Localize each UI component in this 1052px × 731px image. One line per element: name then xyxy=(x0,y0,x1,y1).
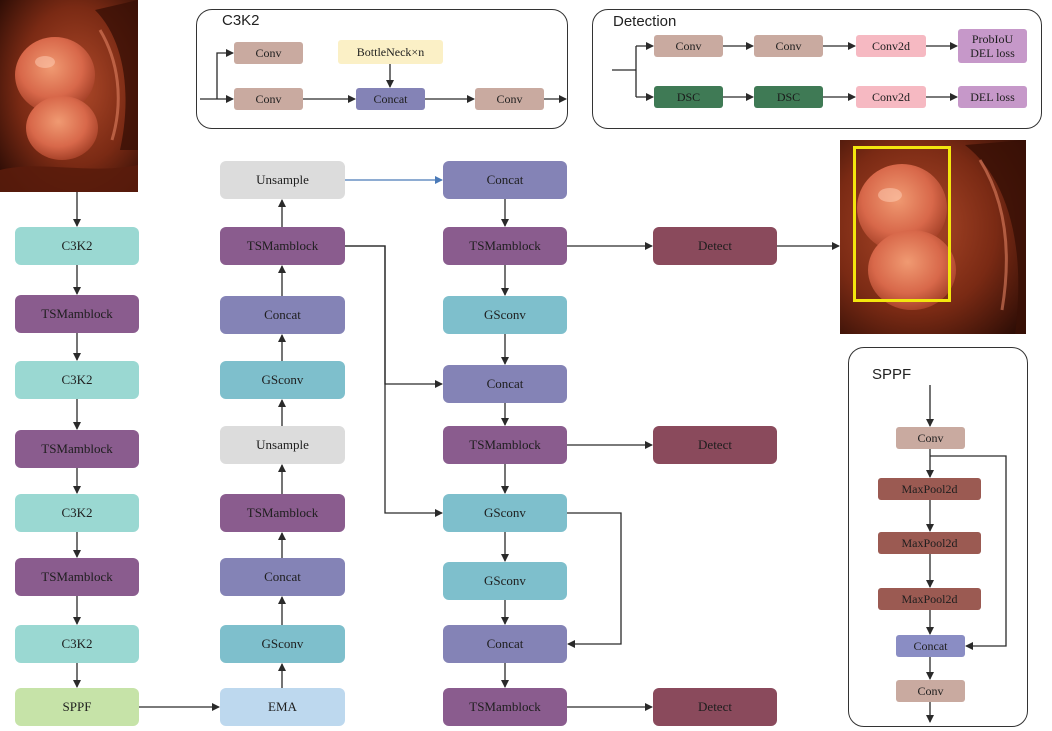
c3k2-conv-in: Conv xyxy=(234,88,303,110)
backbone-tsmamblock-1: TSMamblock xyxy=(15,295,139,333)
head-tsmamblock-3: TSMamblock xyxy=(443,688,567,726)
sppf-maxpool-2: MaxPool2d xyxy=(878,532,981,554)
sppf-maxpool-3: MaxPool2d xyxy=(878,588,981,610)
backbone-c3k2-2: C3K2 xyxy=(15,361,139,399)
detection-loss-top: ProbIoU DEL loss xyxy=(958,29,1027,63)
neck-tsmamblock-bottom: TSMamblock xyxy=(220,494,345,532)
neck-ema: EMA xyxy=(220,688,345,726)
head-concat-2: Concat xyxy=(443,365,567,403)
c3k2-panel-title: C3K2 xyxy=(222,12,260,29)
detection-loss-bottom: DEL loss xyxy=(958,86,1027,108)
detection-conv-1: Conv xyxy=(654,35,723,57)
neck-concat-top: Concat xyxy=(220,296,345,334)
detect-medium: Detect xyxy=(653,426,777,464)
detection-dsc-1: DSC xyxy=(654,86,723,108)
neck-gsconv-top: GSconv xyxy=(220,361,345,399)
head-tsmamblock-1: TSMamblock xyxy=(443,227,567,265)
output-endoscopy-image xyxy=(840,140,1026,334)
arrow-neck-tsm-to-head-gsconv xyxy=(345,245,443,517)
c3k2-concat: Concat xyxy=(356,88,425,110)
input-endoscopy-image xyxy=(0,0,138,192)
head-concat-3: Concat xyxy=(443,625,567,663)
neck-unsample-bottom: Unsample xyxy=(220,426,345,464)
sppf-maxpool-1: MaxPool2d xyxy=(878,478,981,500)
c3k2-bottleneck: BottleNeck×n xyxy=(338,40,443,64)
backbone-tsmamblock-3: TSMamblock xyxy=(15,558,139,596)
sppf-concat: Concat xyxy=(896,635,965,657)
neck-unsample-top: Unsample xyxy=(220,161,345,199)
neck-concat-bottom: Concat xyxy=(220,558,345,596)
backbone-c3k2-4: C3K2 xyxy=(15,625,139,663)
detection-panel xyxy=(592,9,1042,129)
arrow-gsconv-skip xyxy=(567,512,622,648)
detection-panel-title: Detection xyxy=(613,13,677,30)
backbone-sppf: SPPF xyxy=(15,688,139,726)
c3k2-conv-top: Conv xyxy=(234,42,303,64)
sppf-conv-out: Conv xyxy=(896,680,965,702)
head-gsconv-2: GSconv xyxy=(443,494,567,532)
backbone-tsmamblock-2: TSMamblock xyxy=(15,430,139,468)
detect-large: Detect xyxy=(653,227,777,265)
detect-small: Detect xyxy=(653,688,777,726)
c3k2-panel xyxy=(196,9,568,129)
sppf-arrow-skip xyxy=(930,455,1007,650)
sppf-conv-in: Conv xyxy=(896,427,965,449)
backbone-c3k2-3: C3K2 xyxy=(15,494,139,532)
input-polyp-picture xyxy=(0,0,138,192)
detection-conv-2: Conv xyxy=(754,35,823,57)
loss-top-line-2: DEL loss xyxy=(970,46,1015,60)
sppf-panel-title: SPPF xyxy=(872,366,912,383)
neck-tsmamblock-top: TSMamblock xyxy=(220,227,345,265)
detection-conv2d-bottom: Conv2d xyxy=(856,86,926,108)
backbone-c3k2-1: C3K2 xyxy=(15,227,139,265)
sppf-panel xyxy=(848,347,1028,727)
head-concat-1: Concat xyxy=(443,161,567,199)
head-gsconv-3: GSconv xyxy=(443,562,567,600)
head-gsconv-1: GSconv xyxy=(443,296,567,334)
arrow-neck-tsm-to-head-concat xyxy=(345,245,443,388)
head-tsmamblock-2: TSMamblock xyxy=(443,426,567,464)
detection-conv2d-top: Conv2d xyxy=(856,35,926,57)
loss-top-line-1: ProbIoU xyxy=(971,32,1014,46)
detection-dsc-2: DSC xyxy=(754,86,823,108)
detection-bounding-box xyxy=(853,146,951,302)
neck-gsconv-bottom: GSconv xyxy=(220,625,345,663)
c3k2-conv-out: Conv xyxy=(475,88,544,110)
c3k2-arrow-branch xyxy=(216,49,234,99)
